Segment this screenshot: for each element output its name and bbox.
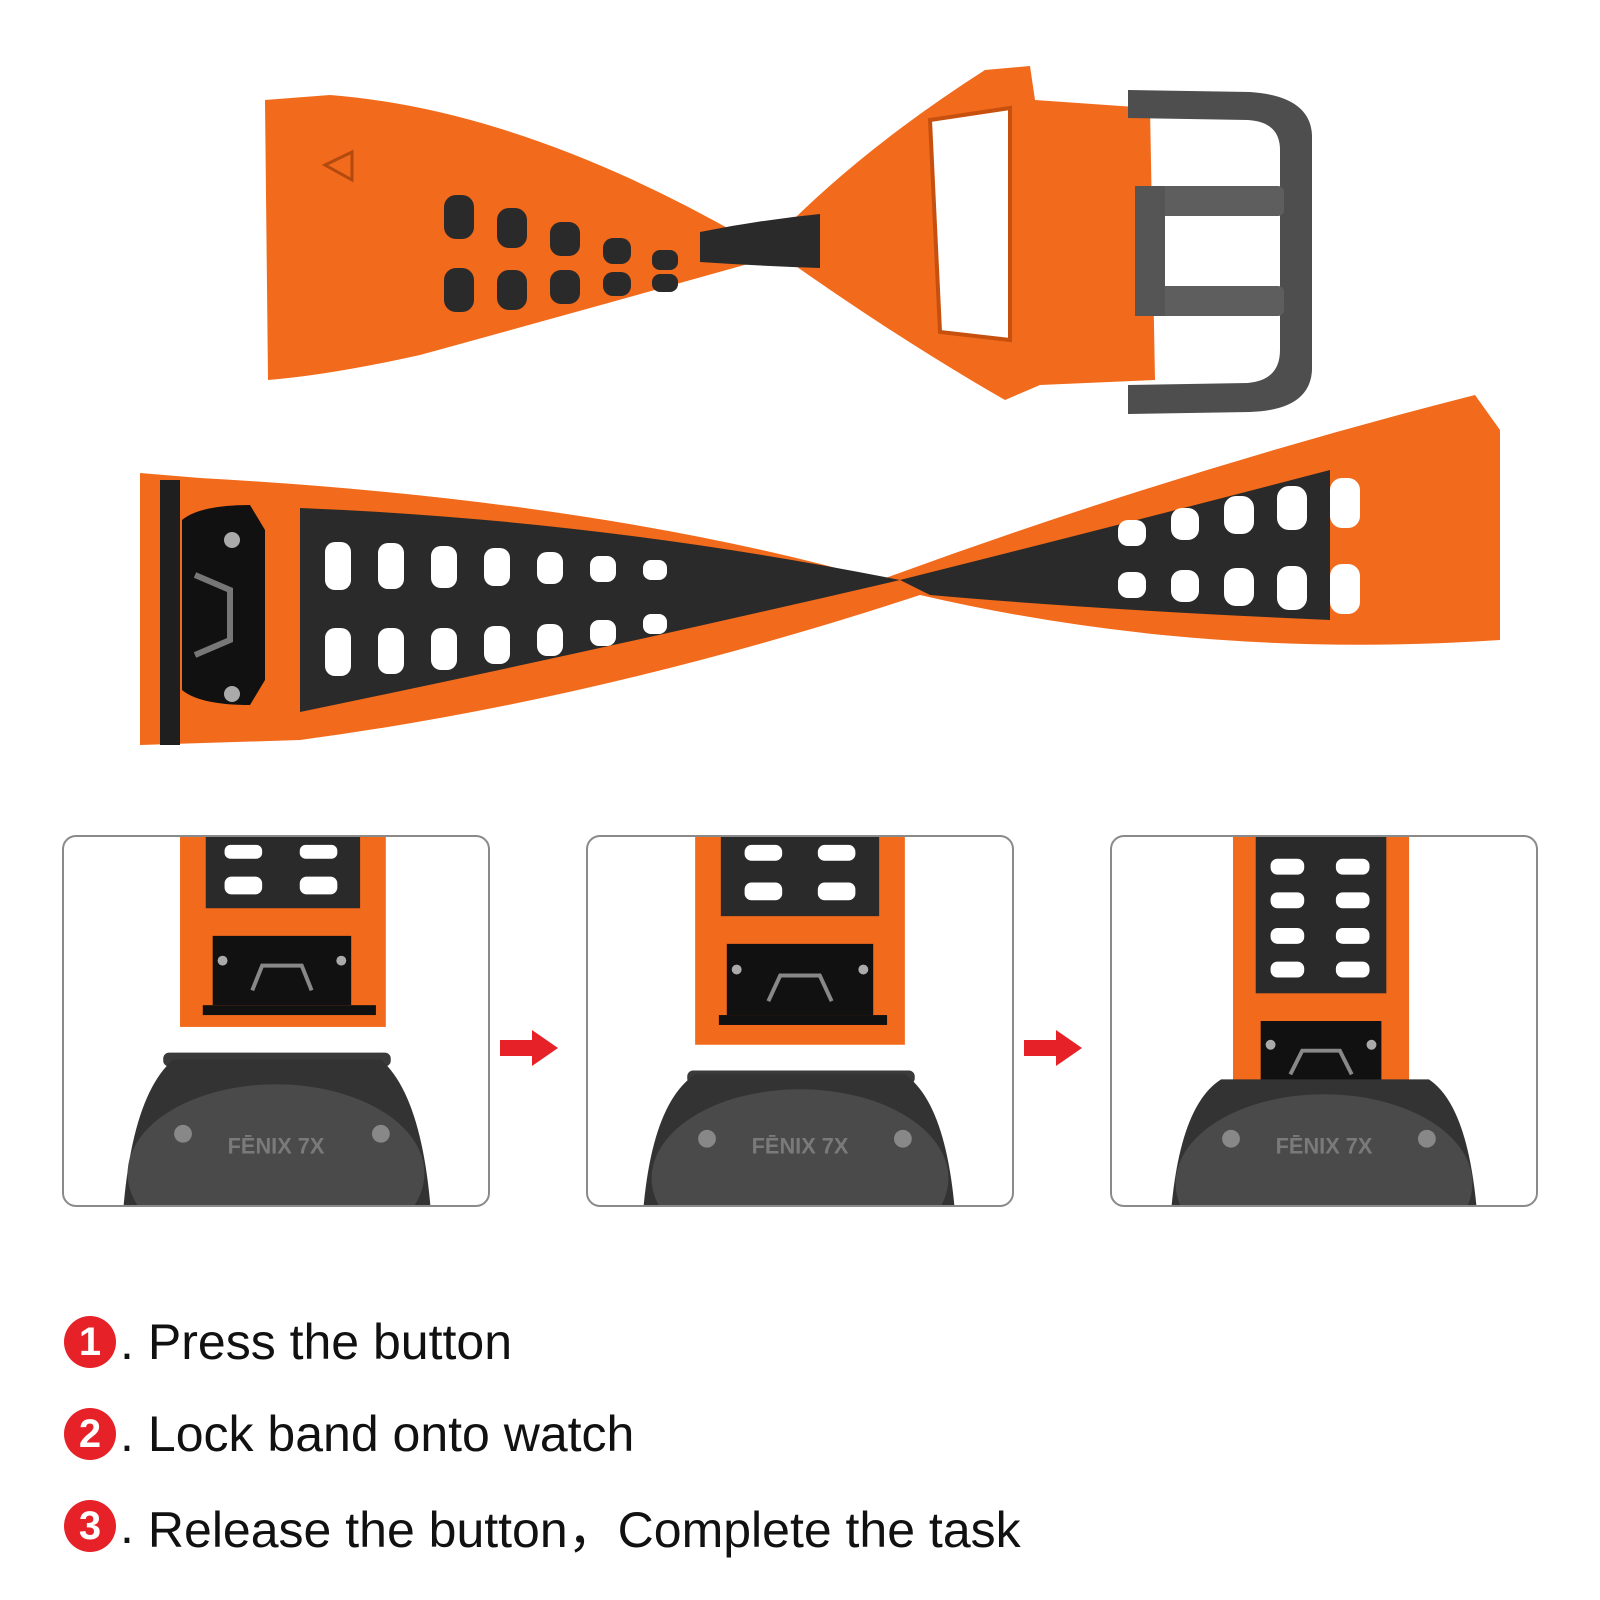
direction-triangle-icon [321,149,354,183]
step-panel-2: FĒNIX 7X [586,835,1014,1207]
step-dot: . [120,1406,134,1462]
step-panel-1: FĒNIX 7X [62,835,490,1207]
step-panel-3: FĒNIX 7X [1110,835,1538,1207]
step-number-badge: 3 [64,1500,116,1552]
step-text: Press the button [147,1314,513,1370]
watch-face-label: FĒNIX 7X [752,1134,849,1159]
watch-face-label: FĒNIX 7X [1276,1134,1373,1159]
step-text: Release the button，Complete the task [147,1502,1021,1558]
step-1: 1 . Press the button [64,1312,512,1372]
watch-band-product-image [140,66,1500,745]
step-2: 2 . Lock band onto watch [64,1404,634,1464]
step-dot: . [120,1314,134,1370]
upper-strap-holes [444,195,678,312]
lower-strap-holes [325,478,1360,676]
arrow-right-icon [500,1030,558,1066]
buckle [1128,90,1312,414]
step-text: Lock band onto watch [147,1406,635,1462]
step-3: 3 . Release the button，Complete the task [64,1496,1021,1558]
step-number-badge: 1 [64,1316,116,1368]
watch-face-label: FĒNIX 7X [228,1134,325,1159]
upper-strap [265,66,1155,400]
step-dot: . [120,1498,134,1554]
step-number-badge: 2 [64,1408,116,1460]
arrow-right-icon [1024,1030,1082,1066]
